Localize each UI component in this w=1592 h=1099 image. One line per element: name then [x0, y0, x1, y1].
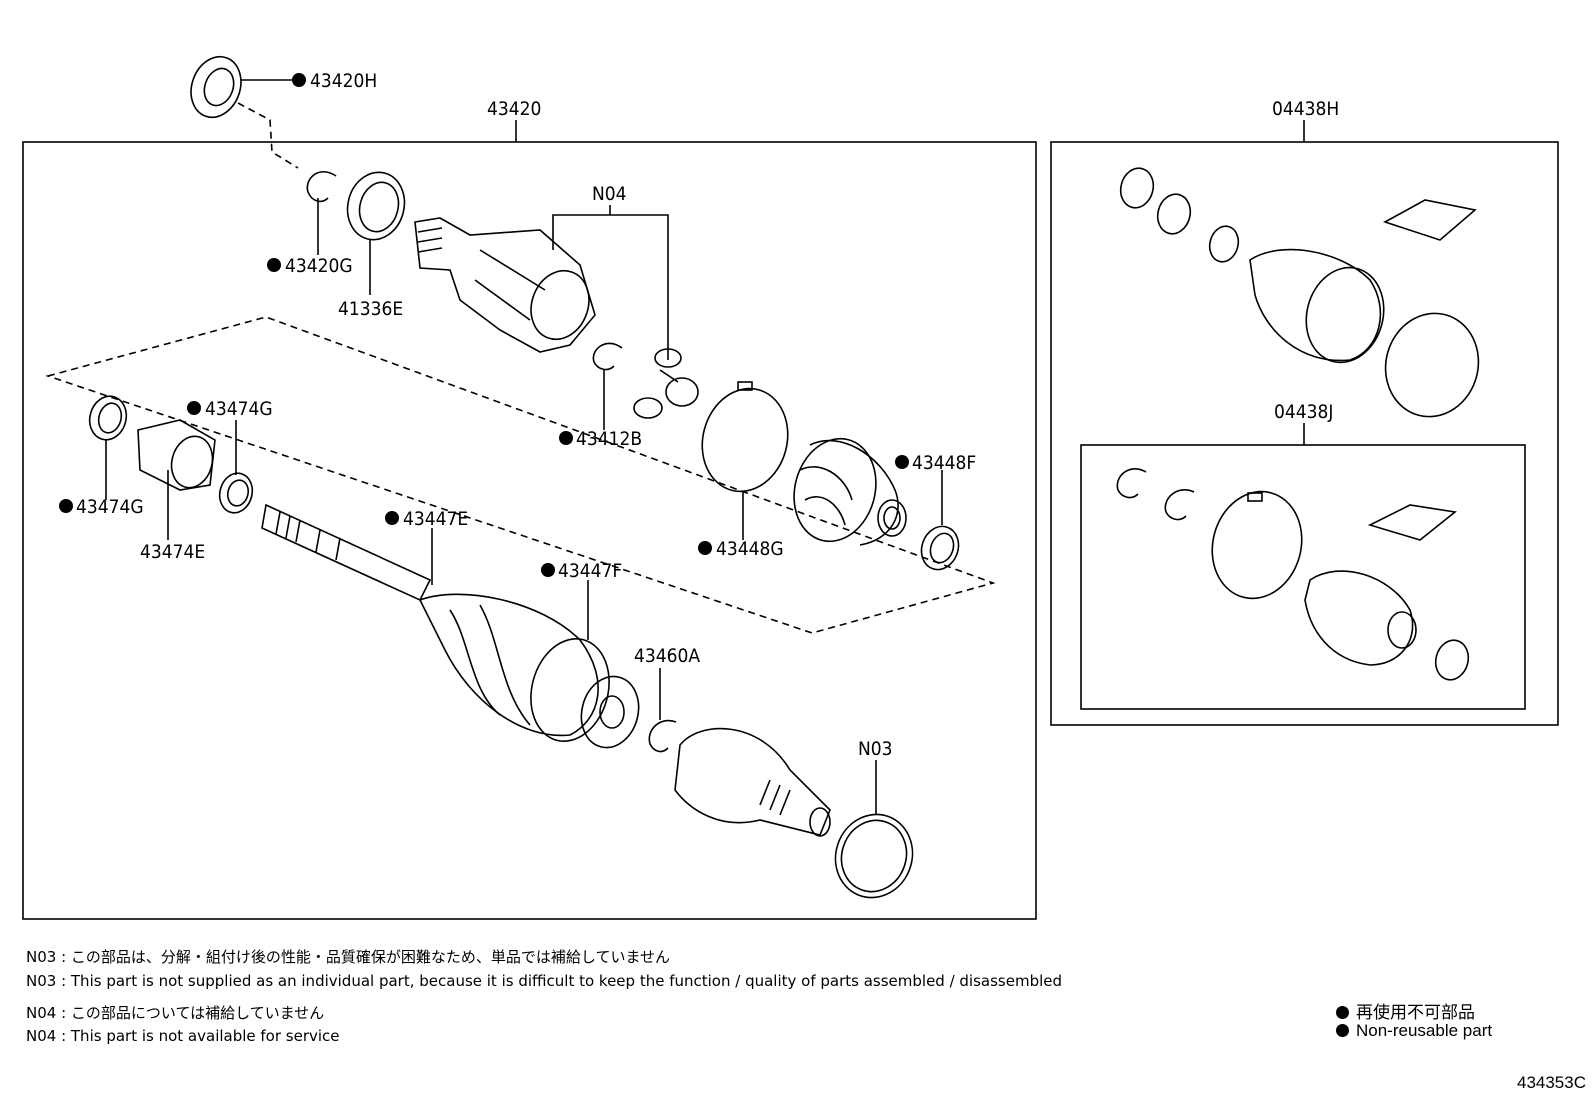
- label-04438J: 04438J: [1274, 401, 1333, 423]
- label-43448F: 43448F: [912, 452, 976, 474]
- ring-N03: [834, 813, 914, 899]
- label-43420G: 43420G: [285, 255, 353, 277]
- label-43474G-top: 43474G: [205, 398, 273, 420]
- label-43420H: 43420H: [310, 70, 377, 92]
- snap-ring-43412B: [592, 342, 623, 371]
- label-43460A: 43460A: [634, 645, 700, 667]
- label-43447E: 43447E: [403, 508, 468, 530]
- label-N04: N04: [592, 183, 627, 205]
- label-43420: 43420: [487, 98, 541, 120]
- label-N03: N03: [858, 738, 893, 760]
- legend-english: Non-reusable part: [1336, 1021, 1492, 1041]
- label-04438H: 04438H: [1272, 98, 1339, 120]
- ring-41336E: [346, 171, 406, 241]
- cv-joint-face: [580, 675, 640, 749]
- label-43474E: 43474E: [140, 541, 205, 563]
- legend-japanese: 再使用不可部品: [1336, 998, 1475, 1023]
- label-43412B: 43412B: [576, 428, 642, 450]
- label-43447F: 43447F: [558, 560, 622, 582]
- ring-43474G-left: [88, 395, 128, 441]
- legend-japanese-text: 再使用不可部品: [1356, 1003, 1475, 1022]
- assembly-43420-frame: [22, 141, 1037, 920]
- outboard-boot: [418, 593, 610, 742]
- kit-04438H-parts: [1119, 167, 1480, 418]
- ring-43474G-top: [218, 472, 254, 514]
- label-41336E: 41336E: [338, 298, 403, 320]
- non-reusable-dot-icon: [1336, 1024, 1349, 1037]
- inboard-joint-housing: [414, 217, 596, 353]
- note-n04-japanese: N04 : この部品については補給していません: [26, 1004, 325, 1022]
- dynamic-damper-43474E: [137, 419, 216, 491]
- kit-04438J-frame: [1080, 444, 1526, 710]
- reference-code: 434353C: [1516, 1073, 1586, 1092]
- clip-43460A: [648, 719, 677, 753]
- band-43448F: [920, 525, 960, 571]
- label-43474G-left: 43474G: [76, 496, 144, 518]
- outboard-joint: [674, 727, 831, 837]
- boot-band-43448G: [701, 381, 789, 493]
- kit-04438J-parts: [1116, 468, 1470, 681]
- snap-ring-43420G: [306, 170, 337, 203]
- legend-english-text: Non-reusable part: [1356, 1021, 1493, 1040]
- note-n03-japanese: N03 : この部品は、分解・組付け後の性能・品質確保が困難なため、単品では補給…: [26, 948, 671, 966]
- label-43448G: 43448G: [716, 538, 784, 560]
- note-n04-english: N04 : This part is not available for ser…: [26, 1027, 340, 1045]
- non-reusable-dot-icon: [1336, 1006, 1349, 1019]
- seal-ring-43420H: [190, 55, 242, 119]
- tripod-joint: [633, 348, 699, 419]
- note-n03-english: N03 : This part is not supplied as an in…: [26, 972, 1063, 990]
- inboard-boot: [793, 437, 907, 546]
- inboard-subassembly-outline: [45, 316, 996, 634]
